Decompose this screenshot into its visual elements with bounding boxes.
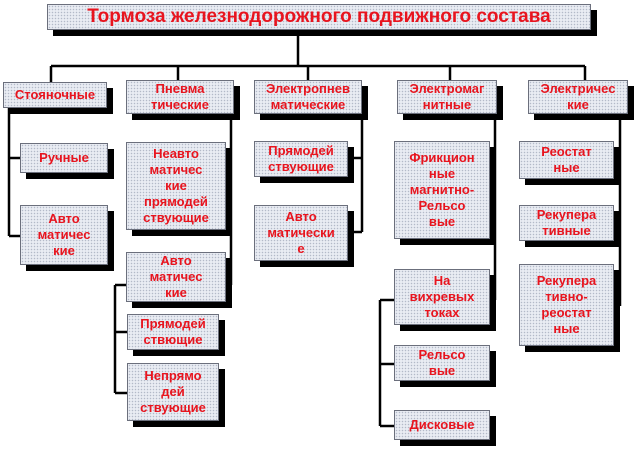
- node-electric-recuperative-rheostatic: Рекупера тивно- реостат ные: [519, 264, 614, 346]
- node-electric-recuperative: Рекупера тивные: [519, 205, 614, 241]
- node-pneumatic-non-automatic-direct: Неавто матичес кие прямодей ствующие: [126, 142, 226, 230]
- node-electromagnetic-rail: Рельсо вые: [394, 345, 490, 381]
- node-parking-automatic: Авто матичес кие: [20, 205, 108, 265]
- category-electromagnetic: Электромаг нитные: [397, 80, 497, 114]
- node-electric-rheostatic: Реостат ные: [519, 141, 614, 179]
- node-pneumatic-indirect: Непрямо дей ствующие: [127, 363, 219, 421]
- node-electropneumatic-direct: Прямодей ствующие: [254, 141, 348, 177]
- node-electromagnetic-friction-rail: Фрикцион ные магнитно- Рельсо вые: [394, 141, 490, 239]
- node-pneumatic-automatic: Авто матичес кие: [126, 252, 226, 302]
- node-electromagnetic-eddy-current: На вихревых токах: [394, 269, 490, 325]
- node-pneumatic-direct: Прямодей ствющие: [127, 314, 219, 350]
- node-electromagnetic-disc: Дисковые: [394, 410, 490, 440]
- node-parking-manual: Ручные: [20, 143, 108, 173]
- category-pneumatic: Пневма тические: [126, 80, 234, 114]
- category-electric: Электричес кие: [528, 80, 628, 114]
- category-parking: Стояночные: [3, 82, 107, 108]
- page-title: Тормоза железнодорожного подвижного сост…: [47, 4, 591, 30]
- category-electropneumatic: Электропнев матические: [254, 80, 362, 114]
- node-electropneumatic-automatic: Авто матически е: [254, 205, 348, 261]
